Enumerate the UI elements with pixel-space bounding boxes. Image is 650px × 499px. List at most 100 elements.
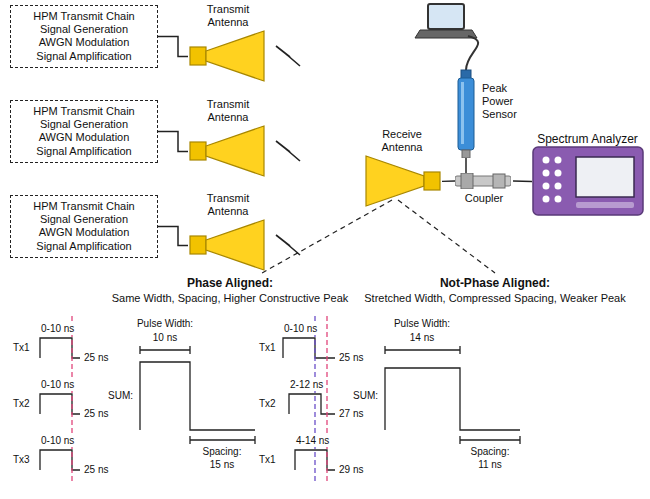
waveforms (40, 338, 520, 470)
peak-power-sensor-shape (455, 68, 477, 158)
section-title: Not-Phase Aligned: (439, 276, 551, 290)
sum-waveform (140, 362, 255, 430)
connector-line (442, 180, 455, 182)
node-label: Peak Power Sensor (482, 82, 528, 122)
node-label: HPM Transmit Chain (16, 10, 152, 23)
pulse-waveform (40, 338, 80, 358)
connector-line (158, 226, 188, 245)
spectrum-analyzer-part (555, 157, 562, 164)
wireless-bolt (276, 46, 300, 66)
pulse-waveform (40, 394, 80, 414)
spectrum-analyzer-part (576, 157, 634, 197)
transmit-antenna-shape (188, 124, 268, 178)
transmit-antenna-part (190, 236, 206, 254)
laptop-screen (428, 4, 464, 29)
connector-line (513, 180, 532, 182)
timing-label: 0-10 ns (40, 379, 75, 391)
timing-label: SUM: (352, 390, 379, 402)
pulse-waveform (40, 450, 80, 470)
spectrum-analyzer-part (555, 170, 562, 177)
transmit-antenna-part (206, 220, 264, 270)
peak-power-sensor-part (461, 82, 464, 144)
transmit-antenna: Transmit Antenna (188, 3, 268, 83)
timing-label: 15 ns (209, 459, 235, 471)
transmit-antenna-part (190, 47, 206, 65)
node-label: HPM Transmit Chain (16, 105, 152, 118)
timing-label: 0-10 ns (40, 323, 75, 335)
receive-antenna-part (424, 172, 440, 190)
transmit-chain-box: HPM Transmit ChainSignal Generation AWGN… (10, 195, 158, 258)
receive-antenna-shape (362, 154, 442, 208)
spectrum-analyzer-part (543, 196, 550, 203)
leader-line (398, 200, 495, 273)
section-title: Phase Aligned: (186, 276, 274, 290)
node-label: Transmit Antenna (197, 192, 259, 218)
coupler-part (493, 174, 505, 188)
node-label: Transmit Antenna (197, 98, 259, 124)
transmit-antenna-icon (188, 29, 268, 83)
alignment-line (314, 316, 315, 482)
timing-label: SUM: (107, 390, 134, 402)
transmit-antenna-part (190, 142, 206, 160)
node-body: Signal Generation AWGN Modulation Signal… (30, 213, 138, 253)
receive-antenna-part (366, 156, 424, 206)
timing-label: 0-10 ns (40, 435, 75, 447)
receive-antenna-icon (362, 154, 442, 208)
timing-label: Tx1 (258, 342, 277, 354)
peak-power-sensor-part (458, 78, 474, 150)
transmit-chain-box: HPM Transmit ChainSignal Generation AWGN… (10, 100, 158, 163)
connector-line (158, 131, 188, 151)
timing-label: 11 ns (477, 459, 503, 471)
spectrum-analyzer-part (555, 196, 562, 203)
connector-line (465, 158, 467, 173)
node-label: Receive Antenna (371, 128, 433, 154)
wireless-bolt (276, 235, 300, 255)
section-subtitle: Stretched Width, Compressed Spacing, Wea… (363, 292, 626, 305)
spacing-bracket (190, 436, 255, 444)
timing-label: 27 ns (338, 408, 364, 420)
timing-label: Tx3 (12, 454, 31, 466)
transmit-antenna-part (206, 126, 264, 176)
transmit-antenna-icon (188, 218, 268, 272)
zoom-leaders (262, 200, 495, 273)
timing-label: Spacing: (202, 446, 243, 458)
wireless-bolt (276, 141, 300, 161)
node-label: Transmit Antenna (197, 3, 259, 29)
timing-label: 2-12 ns (289, 379, 324, 391)
laptop-base (415, 30, 477, 38)
alignment-line (71, 316, 72, 482)
transmit-antenna-shape (188, 29, 268, 83)
width-bracket (140, 346, 190, 354)
leader-line (262, 200, 392, 273)
width-bracket (385, 346, 460, 354)
transmit-antenna: Transmit Antenna (188, 98, 268, 178)
section-subtitle: Same Width, Spacing, Higher Constructive… (111, 292, 350, 305)
spectrum-analyzer-part (543, 157, 550, 164)
wireless-bolts (276, 46, 300, 255)
pulse-waveform (289, 394, 335, 414)
transmit-antenna-icon (188, 124, 268, 178)
alignment-line (326, 316, 327, 482)
node-label: HPM Transmit Chain (16, 200, 152, 213)
node-label: Spectrum Analyzer (530, 132, 645, 146)
timing-label: Pulse Width: (136, 318, 194, 330)
coupler-icon (455, 173, 511, 189)
spectrum-analyzer: Spectrum Analyzer (530, 132, 645, 216)
spectrum-analyzer-part (543, 170, 550, 177)
node-label: Coupler (455, 192, 513, 205)
node-body: Signal Generation AWGN Modulation Signal… (30, 23, 138, 63)
spectrum-analyzer-part (576, 202, 634, 208)
timing-label: 25 ns (338, 352, 364, 364)
timing-label: Tx2 (258, 398, 277, 410)
timing-label: 25 ns (83, 464, 109, 476)
peak-power-sensor-part (462, 150, 470, 158)
timing-label: Tx1 (258, 454, 277, 466)
timing-label: Spacing: (470, 446, 511, 458)
timing-label: 14 ns (409, 332, 435, 344)
spectrum-analyzer-icon (532, 146, 644, 216)
spacing-bracket (460, 436, 520, 444)
timing-label: Tx2 (12, 398, 31, 410)
timing-label: 0-10 ns (283, 323, 318, 335)
coupler-part (461, 173, 473, 189)
